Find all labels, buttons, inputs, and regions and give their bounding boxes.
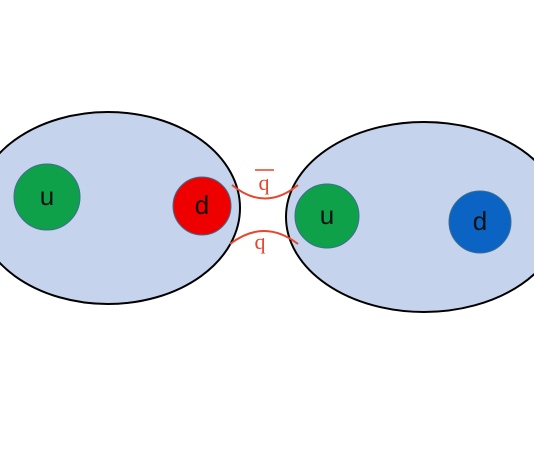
left-d-quark (172, 176, 232, 236)
right-d-quark (448, 190, 512, 254)
lower-string-curve (229, 230, 299, 245)
left-hadron (0, 111, 241, 305)
right-hadron (285, 121, 534, 313)
antiquark-label: q (259, 170, 270, 195)
right-d-quark-label: d (473, 206, 487, 236)
left-u-quark (13, 163, 81, 231)
right-u-quark-label: u (320, 200, 334, 230)
left-u-quark-label: u (40, 181, 54, 211)
right-u-quark (294, 183, 360, 249)
quark-label: q (255, 229, 266, 254)
upper-string-curve (231, 184, 299, 200)
left-d-quark-label: d (195, 190, 209, 220)
